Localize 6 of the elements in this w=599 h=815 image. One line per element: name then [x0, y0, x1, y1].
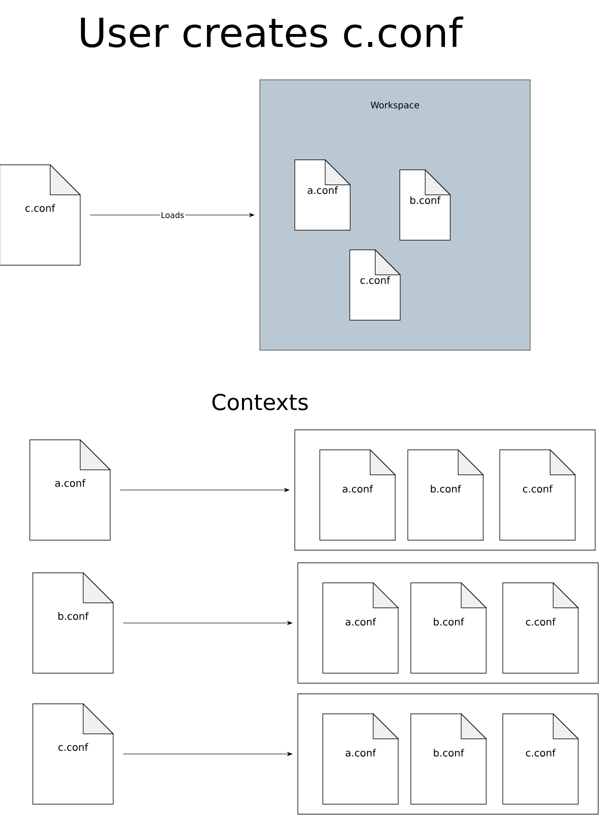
- context-box: [298, 694, 598, 814]
- context-box: [294, 430, 596, 550]
- title: User creates c.conf: [80, 16, 464, 48]
- section-heading: Contexts: [212, 394, 308, 410]
- context-box: [298, 562, 598, 684]
- edge-label: Loads: [160, 210, 186, 220]
